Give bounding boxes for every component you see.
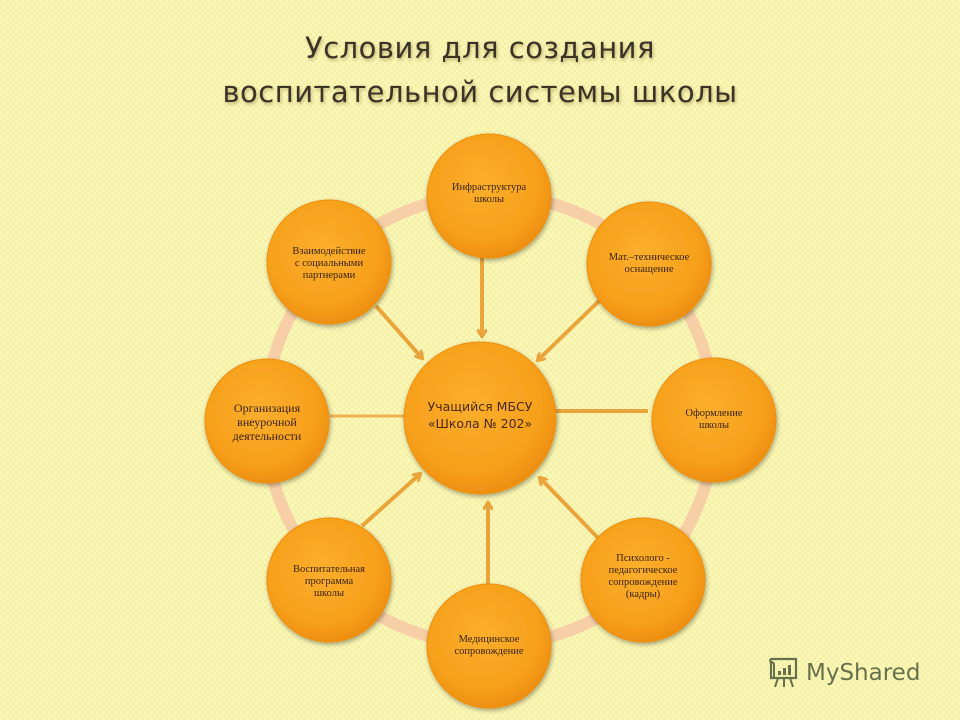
arrow-educational-program <box>360 474 420 528</box>
slide-title: Условия для создания воспитательной сист… <box>0 26 960 114</box>
node-design[interactable] <box>651 357 777 483</box>
label-line: Воспитательная <box>293 564 365 575</box>
label-line: Психолого - <box>616 553 670 564</box>
node-infrastructure[interactable] <box>426 133 552 259</box>
label-line: школы <box>313 588 345 599</box>
label-line: педагогическое <box>608 565 678 576</box>
label-design: Оформление школы <box>654 402 774 438</box>
node-medical[interactable] <box>426 583 552 709</box>
label-line: партнерами <box>302 270 356 281</box>
label-line: деятельности <box>232 429 302 443</box>
label-line: с социальными <box>294 258 364 269</box>
watermark[interactable]: MyShared <box>766 656 920 690</box>
title-line-1: Условия для создания <box>305 31 655 65</box>
label-line: сопровождение <box>454 646 524 657</box>
label-line: Взаимодействие <box>292 246 366 257</box>
label-line: Мат.–техническое <box>608 252 690 263</box>
node-social-partners[interactable] <box>266 199 392 325</box>
node-material-technical[interactable] <box>586 201 712 327</box>
label-line: школы <box>473 194 505 205</box>
label-line: школы <box>698 420 730 431</box>
node-educational-program[interactable] <box>266 517 392 643</box>
arrow-social-partners <box>374 304 422 358</box>
label-medical: Медицинское сопровождение <box>429 628 549 664</box>
arrow-psych-ped <box>540 478 602 542</box>
label-material-technical: Мат.–техническое оснащение <box>589 246 709 282</box>
label-infrastructure: Инфраструктура школы <box>429 176 549 212</box>
title-line-2: воспитательной системы школы <box>222 75 738 109</box>
arrow-material-technical <box>538 298 602 360</box>
label-line: Инфраструктура <box>451 182 527 193</box>
label-line: Медицинское <box>458 634 520 645</box>
label-social-partners: Взаимодействие с социальными партнерами <box>269 242 389 286</box>
label-line: (кадры) <box>625 589 661 600</box>
center-node[interactable] <box>403 341 557 495</box>
label-line: Оформление <box>685 408 743 419</box>
label-line: сопровождение <box>608 577 678 588</box>
label-line: оснащение <box>624 264 674 275</box>
center-label: Учащийся МБСУ «Школа № 202» <box>405 390 555 440</box>
presentation-board-icon <box>769 657 798 688</box>
label-line: Организация <box>233 401 301 415</box>
label-line: программа <box>304 576 354 587</box>
label-educational-program: Воспитательная программа школы <box>269 560 389 604</box>
node-extracurricular[interactable] <box>204 358 330 484</box>
node-psych-ped[interactable] <box>580 517 706 643</box>
nodes-group <box>204 133 777 709</box>
center-line-1: Учащийся МБСУ <box>427 399 533 414</box>
center-line-2: «Школа № 202» <box>427 416 533 431</box>
watermark-text: MyShared <box>806 660 921 686</box>
label-line: внеурочной <box>237 415 297 429</box>
label-extracurricular: Организация внеурочной деятельности <box>207 398 327 446</box>
label-psych-ped: Психолого - педагогическое сопровождение… <box>583 549 703 605</box>
